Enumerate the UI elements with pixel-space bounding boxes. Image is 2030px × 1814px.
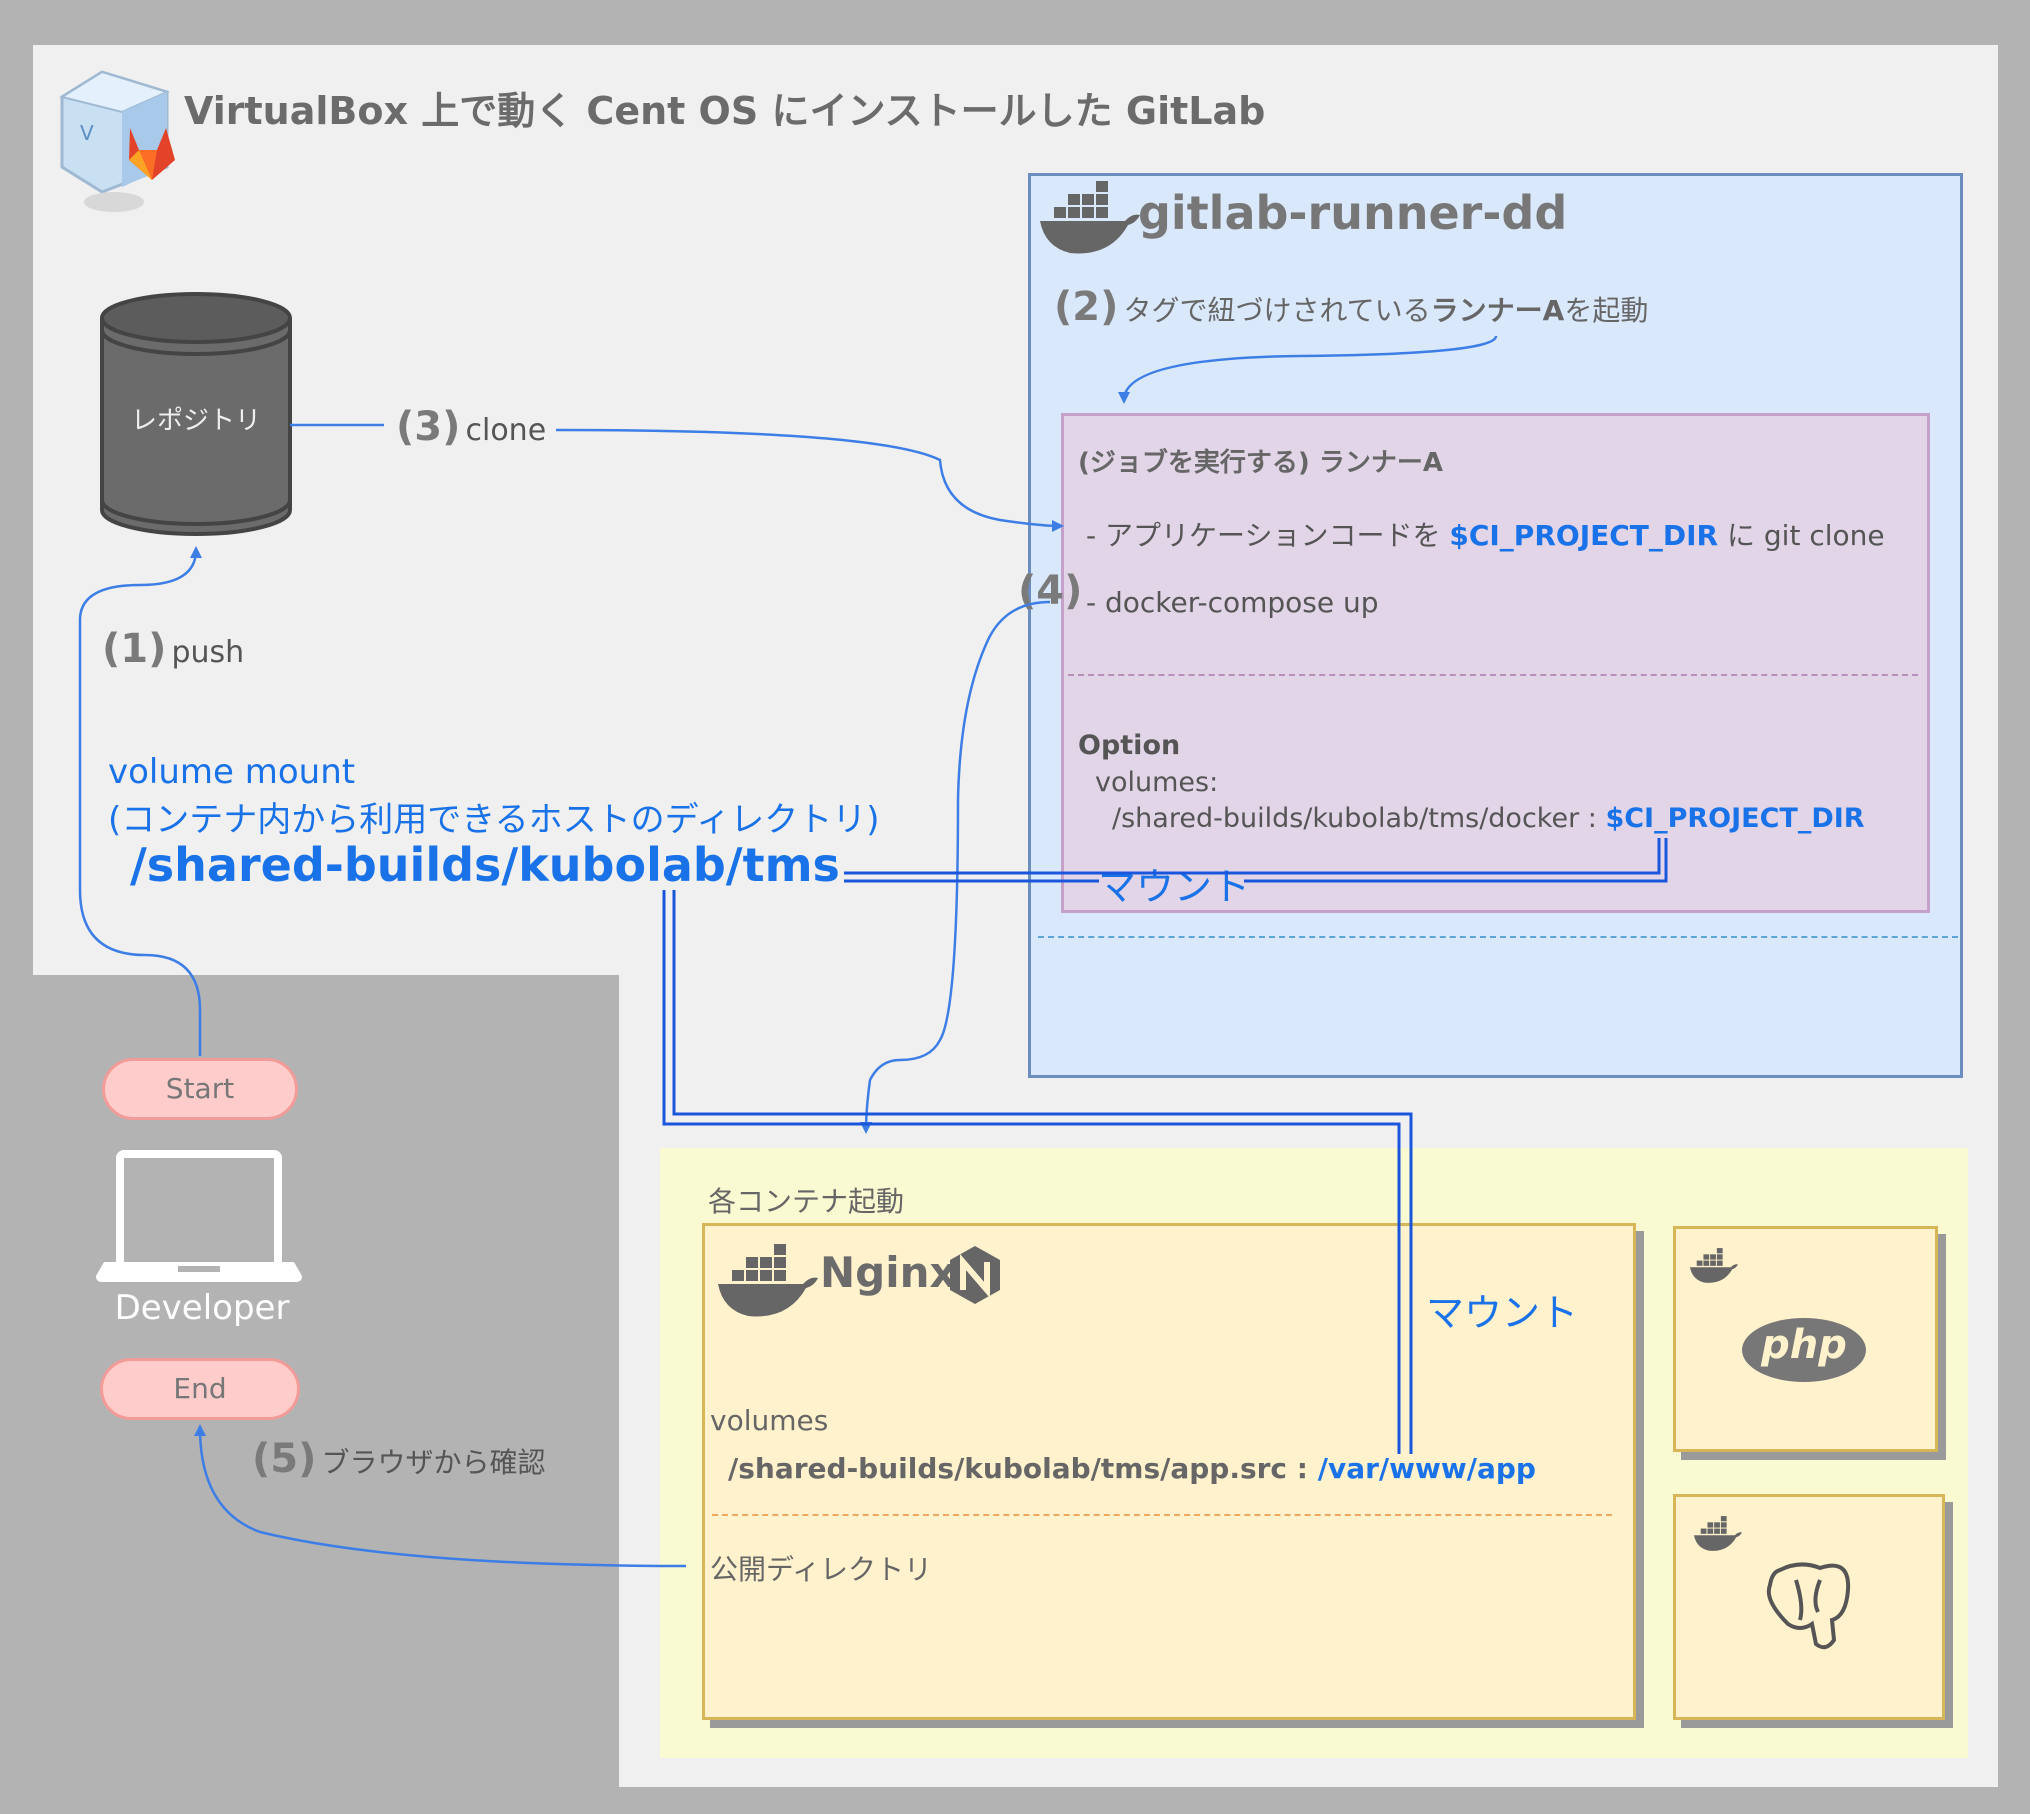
developer-label: Developer (114, 1288, 290, 1328)
public-directory-label: 公開ディレクトリ (710, 1553, 933, 1586)
job-volume-path: /shared-builds/kubolab/tms/docker : (1112, 803, 1606, 834)
step2-text-post: を起動 (1564, 294, 1649, 327)
shared-builds-path: /shared-builds/kubolab/tms (130, 838, 840, 892)
job-line-compose: - docker-compose up (1086, 586, 1379, 619)
job-line-clone: - アプリケーションコードを $CI_PROJECT_DIR に git clo… (1086, 514, 1885, 554)
nginx-volume-src: /shared-builds/kubolab/tms/app.src : (728, 1452, 1318, 1485)
host-title: VirtualBox 上で動く Cent OS にインストールした GitLab (184, 89, 1266, 133)
end-terminal: End (100, 1358, 300, 1420)
job-divider (1068, 674, 1918, 676)
mount-line-nginx-inner (672, 890, 1413, 1454)
nginx-volumes-label: volumes (710, 1404, 829, 1437)
step1-label: (1) push (102, 626, 244, 672)
nginx-volume-dst: /var/www/app (1317, 1452, 1536, 1485)
runner-divider (1038, 936, 1958, 938)
runner-name: gitlab-runner-dd (1138, 186, 1568, 240)
step2-number: (2) (1054, 284, 1119, 330)
php-label: php (1761, 1322, 1847, 1368)
job-volume-var: $CI_PROJECT_DIR (1605, 803, 1865, 834)
mount-label-nginx: マウント (1426, 1291, 1579, 1335)
nginx-divider (712, 1514, 1612, 1516)
nginx-volume-line: /shared-builds/kubolab/tms/app.src : /va… (728, 1452, 1536, 1485)
arrow-compose (860, 600, 1051, 1134)
arrow-start-runner (1118, 335, 1498, 404)
step3-number: (3) (396, 404, 461, 450)
job-title: (ジョブを実行する) ランナーA (1078, 448, 1443, 478)
repository-label: レポジトリ (130, 406, 261, 436)
mount-line-runner-outer (844, 838, 1661, 875)
start-terminal: Start (102, 1058, 298, 1120)
job-volumes-label: volumes: (1095, 767, 1219, 798)
runner-a-job-box (1061, 413, 1930, 913)
step5-text: ブラウザから確認 (321, 1446, 546, 1479)
step2-text-bold: ランナーA (1430, 294, 1565, 327)
mount-line-nginx-outer (662, 890, 1401, 1454)
nginx-container (702, 1223, 1636, 1720)
svg-text:V: V (80, 121, 94, 145)
job-line-clone-pre: - アプリケーションコードを (1086, 519, 1450, 552)
step5-label: (5) ブラウザから確認 (252, 1436, 546, 1482)
arrow-push (78, 546, 202, 1056)
step1-number: (1) (102, 626, 167, 672)
nginx-name: Nginx (820, 1248, 957, 1297)
volume-mount-desc: (コンテナ内から利用できるホストのディレクトリ) (108, 800, 880, 840)
step2-text-pre: タグで紐づけされている (1123, 294, 1431, 327)
step1-text: push (171, 635, 245, 670)
step3-label: (3) clone (392, 404, 551, 450)
step2-label: (2) タグで紐づけされているランナーAを起動 (1054, 284, 1648, 330)
job-line-clone-var: $CI_PROJECT_DIR (1449, 519, 1719, 552)
arrow-clone-b (555, 428, 1064, 532)
step4-number: (4) (1018, 568, 1083, 614)
mount-line-runner-inner (844, 838, 1668, 883)
job-line-clone-post: に git clone (1718, 519, 1885, 552)
volume-mount-label: volume mount (108, 752, 356, 792)
containers-area-label: 各コンテナ起動 (708, 1185, 905, 1218)
step5-number: (5) (252, 1436, 317, 1482)
arrow-browse (194, 1424, 687, 1568)
step3-text: clone (465, 413, 547, 448)
job-volume-line: /shared-builds/kubolab/tms/docker : $CI_… (1112, 803, 1865, 834)
job-option-label: Option (1078, 730, 1181, 761)
